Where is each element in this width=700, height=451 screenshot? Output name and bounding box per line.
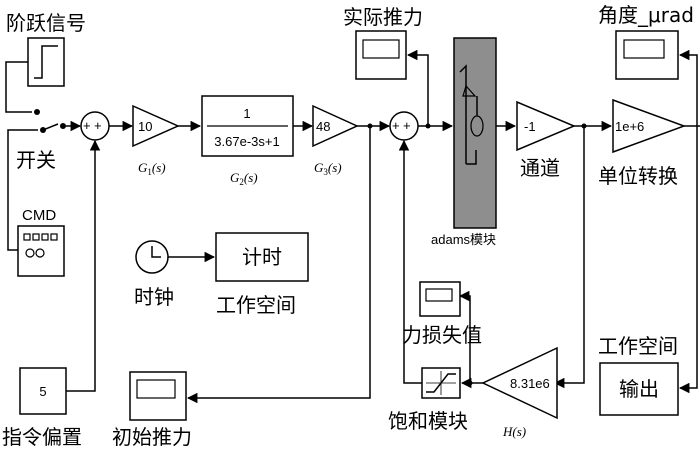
g2-transfer-fcn-block[interactable]: 1 3.67e-3s+1 <box>201 95 294 157</box>
sum2-sign-b: + <box>403 118 411 133</box>
sum1-sign-a: + <box>83 118 91 133</box>
g3-value: 48 <box>316 119 330 134</box>
wire-to-force-loss <box>458 290 471 383</box>
sum2-sign-a: + <box>392 118 400 133</box>
switch-contact-1 <box>34 109 40 115</box>
h-label: H(s) <box>502 424 526 439</box>
cmd-label: CMD <box>22 207 56 224</box>
adams-label: adams模块 <box>431 232 496 247</box>
switch-label: 开关 <box>16 148 56 172</box>
actual-thrust-scope[interactable] <box>355 30 407 80</box>
sum2-block[interactable]: + + <box>389 111 419 141</box>
g3-label: G3(s) <box>314 160 342 177</box>
timer-block[interactable]: 计时 <box>215 232 309 282</box>
sum1-block[interactable]: + + <box>80 111 110 141</box>
unit-convert-label: 单位转换 <box>598 164 678 188</box>
g2-numerator: 1 <box>243 106 250 121</box>
command-offset-label: 指令偏置 <box>2 425 82 449</box>
wire-to-actual-thrust <box>406 49 429 126</box>
h-value: 8.31e6 <box>510 376 550 391</box>
workspace-label: 工作空间 <box>216 293 296 317</box>
command-offset-block[interactable]: 5 <box>19 367 67 415</box>
angle-label: 角度_μrad <box>598 3 694 27</box>
step-signal-label: 阶跃信号 <box>6 11 86 35</box>
wire-saturation-to-sum2 <box>398 139 422 384</box>
clock-label: 时钟 <box>134 285 174 309</box>
angle-scope[interactable] <box>615 30 679 80</box>
step-signal-block[interactable] <box>27 37 65 87</box>
output-block[interactable]: 输出 <box>599 362 679 416</box>
wire-to-angle-scope <box>678 49 698 126</box>
workspace2-label: 工作空间 <box>598 334 678 358</box>
switch-pivot <box>60 123 66 129</box>
output-text: 输出 <box>619 377 659 401</box>
saturation-label: 饱和模块 <box>388 409 468 433</box>
initial-thrust-scope[interactable] <box>129 371 187 421</box>
force-loss-scope[interactable] <box>419 281 461 317</box>
channel-value: -1 <box>524 119 536 134</box>
cmd-block[interactable] <box>17 225 65 277</box>
g2-denominator: 3.67e-3s+1 <box>214 134 279 149</box>
channel-label: 通道 <box>520 156 560 180</box>
g1-gain-block[interactable]: 10 <box>132 104 180 148</box>
force-loss-label: 力损失值 <box>402 323 482 347</box>
wire-step-to-switch <box>5 61 28 113</box>
actual-thrust-label: 实际推力 <box>343 5 423 29</box>
initial-thrust-label: 初始推力 <box>112 425 192 449</box>
g3-gain-block[interactable]: 48 <box>312 104 359 148</box>
channel-gain-block[interactable]: -1 <box>516 100 576 152</box>
g1-label: G1(s) <box>138 160 166 177</box>
wire-cmd-to-switch <box>7 129 22 251</box>
unit-value: 1e+6 <box>615 119 644 134</box>
timer-text: 计时 <box>242 245 282 269</box>
wire-to-h-gain <box>553 126 585 389</box>
g2-label: G2(s) <box>230 170 258 187</box>
sum1-sign-b: + <box>94 118 102 133</box>
switch-block[interactable] <box>22 109 66 133</box>
saturation-block[interactable] <box>421 367 461 399</box>
unit-convert-gain-block[interactable]: 1e+6 <box>612 98 687 154</box>
h-gain-block[interactable]: 8.31e6 <box>481 346 558 420</box>
wire-to-output <box>678 126 698 394</box>
clock-block[interactable] <box>135 240 169 274</box>
g1-value: 10 <box>138 119 152 134</box>
wire-to-initial-thrust <box>186 126 371 404</box>
command-offset-value: 5 <box>39 384 46 399</box>
wire-offset-to-sum1 <box>66 139 101 392</box>
adams-block[interactable] <box>453 37 497 229</box>
